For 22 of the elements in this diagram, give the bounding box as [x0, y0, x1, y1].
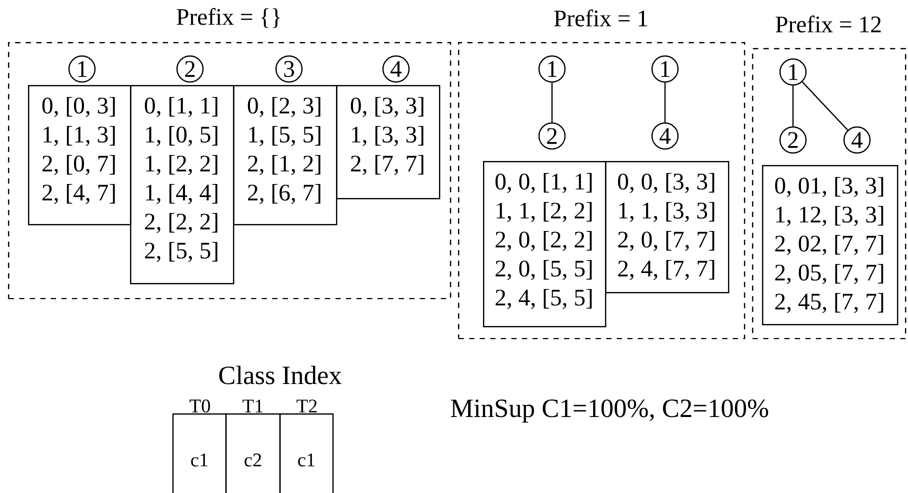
list-box: 0, 0, [3, 3] 1, 1, [3, 3] 2, 0, [7, 7] 2, 4, [7, 7]	[605, 161, 730, 294]
table-cell: c1	[279, 413, 334, 493]
connector-line	[802, 81, 848, 131]
column-header: T2	[296, 400, 317, 412]
column-header: T0	[190, 400, 210, 413]
note-text: MinSup C1=100%, C2=100%	[450, 399, 768, 423]
panel-title: Prefix = 12	[776, 16, 881, 32]
connector-line	[664, 82, 666, 122]
column-header: T1	[242, 400, 263, 412]
list-box: 0, [2, 3] 1, [5, 5] 2, [1, 2] 2, [6, 7]	[233, 85, 338, 226]
panel-title: Prefix = {}	[176, 8, 280, 28]
list-box: 0, [3, 3] 1, [3, 3] 2, [7, 7]	[336, 85, 440, 200]
table-cell: c2	[225, 413, 281, 493]
connector-line	[792, 86, 794, 126]
list-box: 0, [0, 3] 1, [1, 3] 2, [0, 7] 2, [4, 7]	[28, 85, 132, 226]
table-cell: c1	[172, 413, 227, 493]
table-title: Class Index	[219, 366, 342, 384]
list-box: 0, 0, [1, 1] 1, 1, [2, 2] 2, 0, [2, 2] 2, 0, [5, 5] 2, 4, [5, 5]	[483, 161, 606, 328]
connector-line	[551, 82, 553, 122]
panel-title: Prefix = 1	[554, 10, 648, 26]
list-box: 0, [1, 1] 1, [0, 5] 1, [2, 2] 1, [4, 4] 2, [2, 2] 2, [5, 5]	[130, 85, 234, 284]
list-box: 0, 01, [3, 3] 1, 12, [3, 3] 2, 02, [7, 7] 2, 05, [7, 7] 2, 45, [7, 7]	[762, 165, 898, 326]
